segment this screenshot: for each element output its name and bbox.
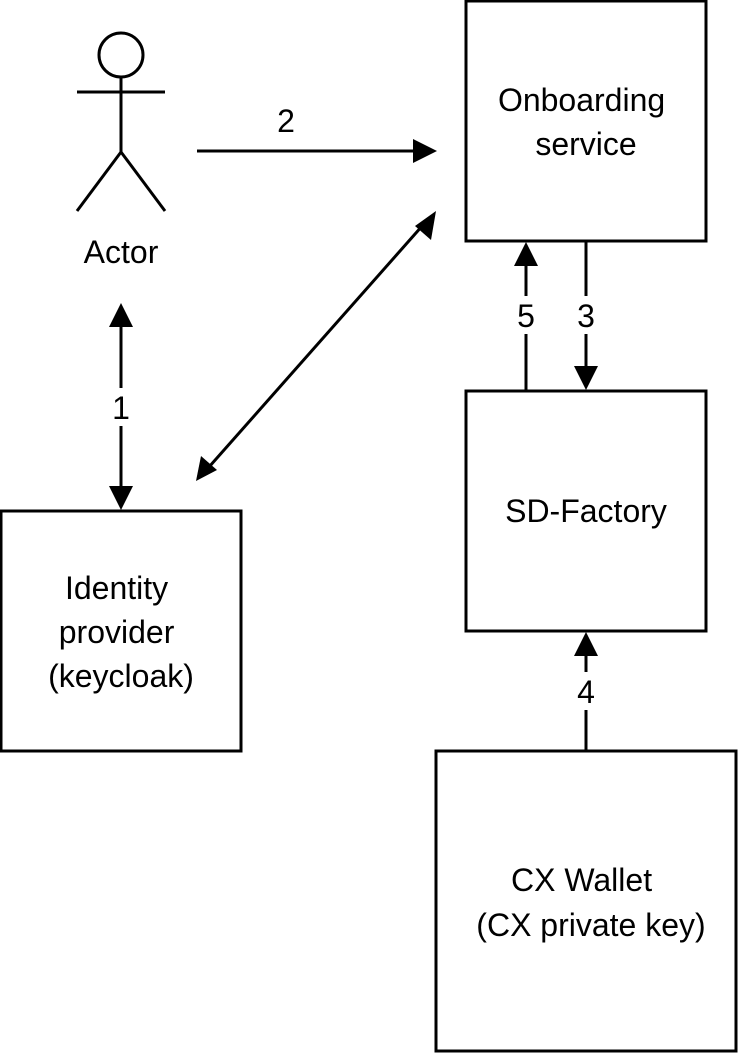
- edge-idp-onboarding-arrowhead-up-icon: [415, 211, 436, 240]
- edge-idp-onboarding-arrowhead-down-icon: [196, 456, 217, 481]
- actor-head-icon: [97, 31, 145, 79]
- sd-factory-label-line: SD-Factory: [505, 493, 667, 529]
- identity-provider-label: Identity provider (keycloak): [48, 570, 194, 694]
- sd-factory-label: SD-Factory: [505, 493, 667, 529]
- cx-wallet-label: CX Wallet (CX private key): [476, 862, 705, 943]
- cx-wallet-box: [434, 749, 738, 1053]
- cx-wallet-label-line: CX Wallet: [511, 862, 652, 898]
- edge-1-label-bg: [108, 388, 134, 426]
- edge-4-arrowhead-icon: [574, 632, 598, 656]
- onboarding-service-label-line: Onboarding: [498, 82, 665, 118]
- actor-right-leg-icon: [119, 151, 167, 212]
- edge-1-arrowhead-up-icon: [109, 303, 133, 327]
- edge-3-arrowhead-icon: [574, 366, 598, 390]
- edge-3: 3: [573, 241, 599, 390]
- edge-2: 2: [197, 103, 437, 163]
- edge-5-label-bg: [513, 296, 539, 334]
- node-onboarding-service: Onboarding service: [464, 0, 708, 243]
- edge-4-label-bg: [573, 672, 599, 710]
- edge-4-label: 4: [577, 674, 595, 710]
- edge-4: 4: [573, 632, 599, 751]
- identity-provider-label-line: provider: [59, 614, 175, 650]
- node-cx-wallet: CX Wallet (CX private key): [434, 749, 738, 1053]
- edge-5: 5: [513, 242, 539, 391]
- edge-5-arrowhead-icon: [514, 242, 538, 266]
- identity-provider-box: [0, 509, 243, 753]
- edge-1-arrowhead-down-icon: [109, 486, 133, 510]
- cx-wallet-label-line: (CX private key): [476, 907, 705, 943]
- sd-factory-box: [464, 389, 708, 633]
- onboarding-service-label: Onboarding service: [498, 82, 674, 162]
- edge-3-label-bg: [573, 296, 599, 334]
- edge-idp-onboarding: [196, 211, 436, 481]
- actor: Actor: [75, 31, 167, 270]
- actor-label: Actor: [84, 234, 159, 270]
- node-sd-factory: SD-Factory: [464, 389, 708, 633]
- edge-1: 1: [108, 303, 134, 510]
- identity-provider-label-line: Identity: [65, 570, 168, 606]
- edge-2-label: 2: [277, 103, 295, 139]
- actor-left-leg-icon: [75, 151, 123, 212]
- edge-5-label: 5: [517, 298, 535, 334]
- onboarding-service-label-line: service: [535, 126, 636, 162]
- node-identity-provider: Identity provider (keycloak): [0, 509, 243, 753]
- identity-provider-label-line: (keycloak): [48, 658, 194, 694]
- edge-3-label: 3: [577, 298, 595, 334]
- onboarding-service-box: [464, 0, 708, 243]
- edge-1-label: 1: [112, 390, 130, 426]
- edge-2-arrowhead-icon: [413, 139, 437, 163]
- edge-idp-onboarding-line: [207, 224, 425, 468]
